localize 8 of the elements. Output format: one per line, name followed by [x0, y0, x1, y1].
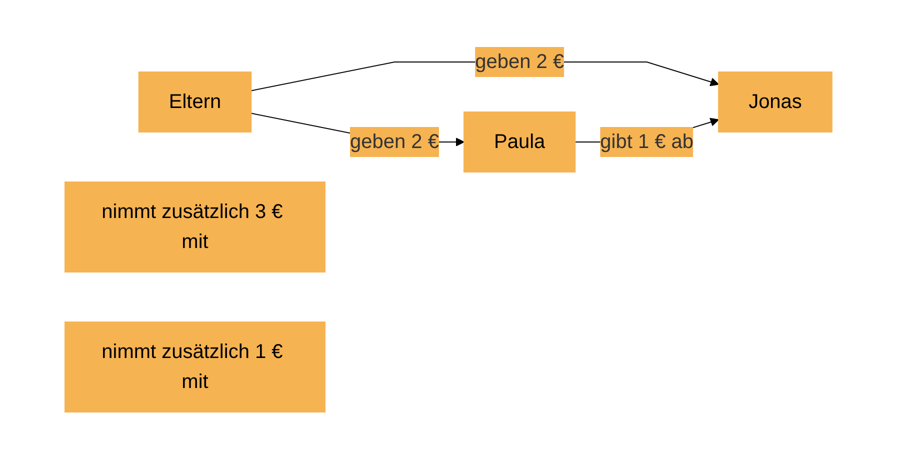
- node-box: Paula: [464, 111, 576, 172]
- edge-label: geben 2 €: [350, 130, 440, 152]
- node-box: nimmt zusätzlich 3 € mit: [64, 181, 326, 272]
- edge-label: geben 2 €: [475, 50, 564, 72]
- node-box: Eltern: [138, 71, 252, 132]
- node-box: Jonas: [718, 71, 832, 132]
- edge-label: gibt 1 € ab: [600, 130, 694, 152]
- node-box: nimmt zusätzlich 1 € mit: [64, 321, 326, 412]
